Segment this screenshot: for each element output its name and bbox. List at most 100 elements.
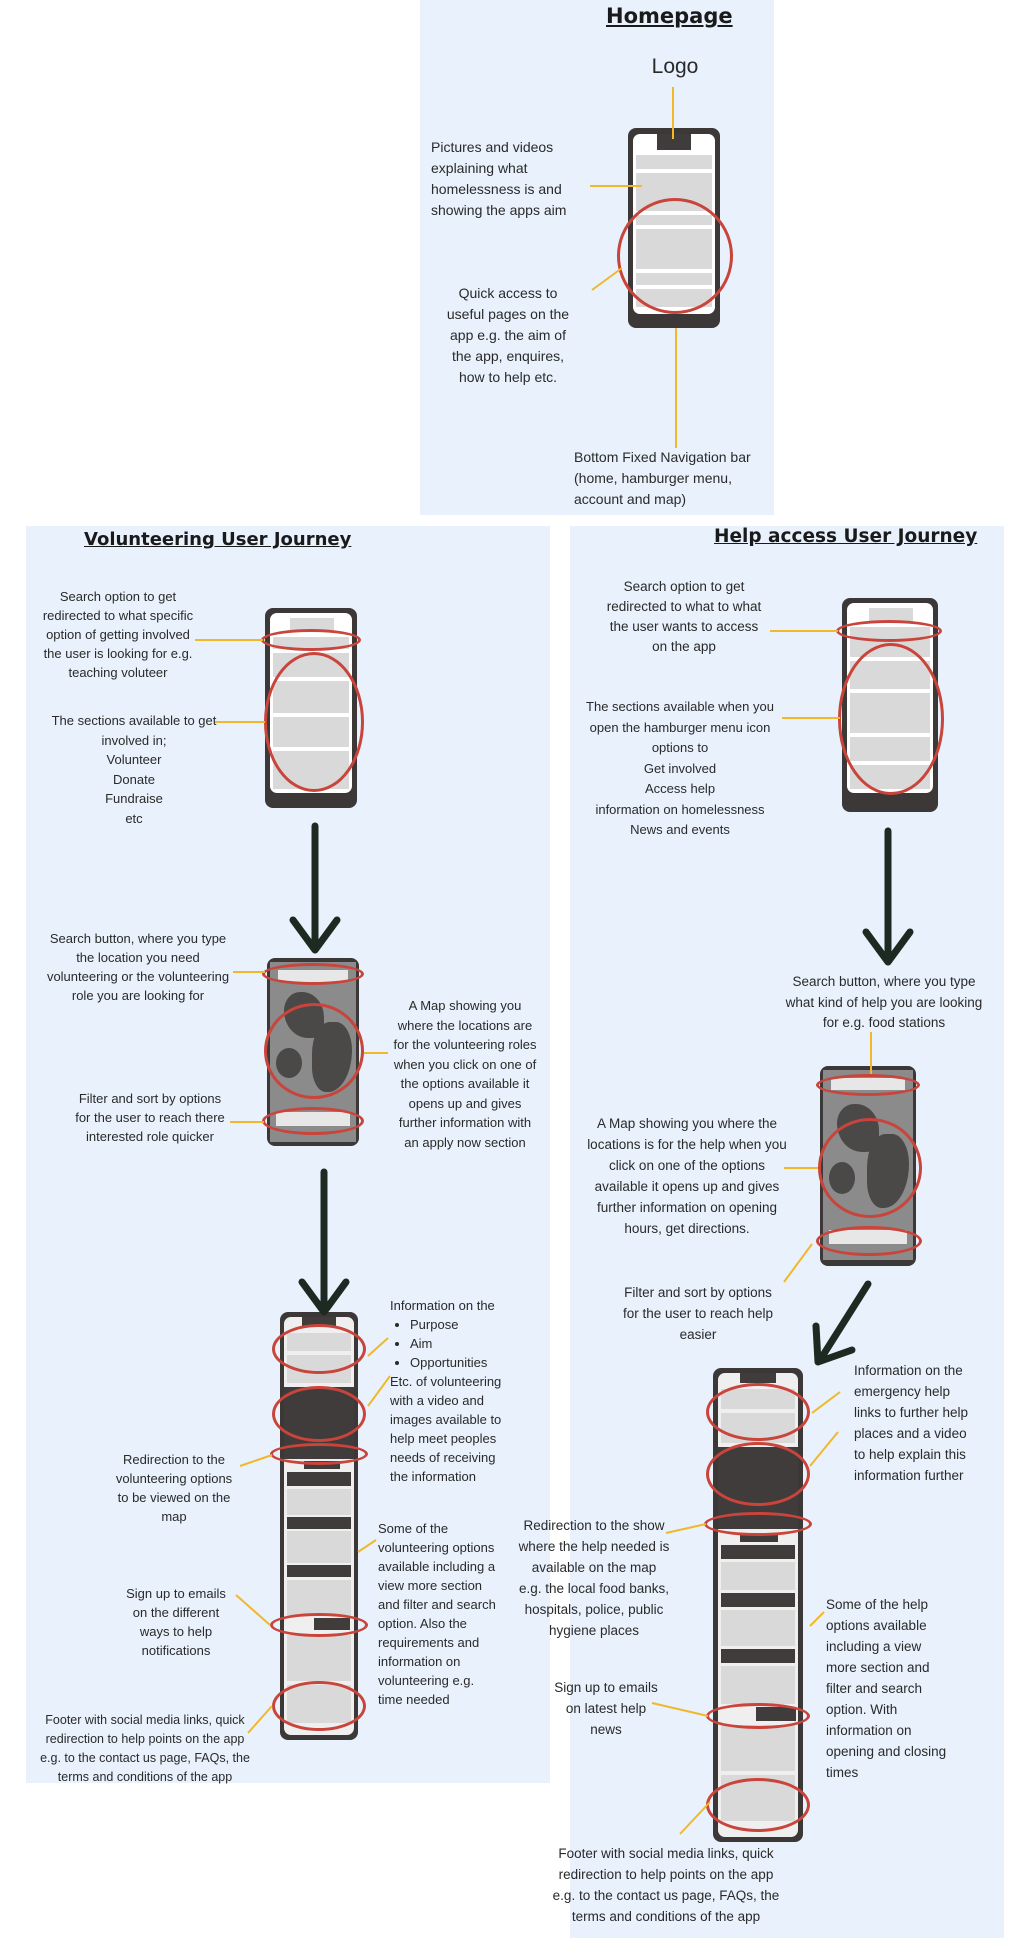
flow-arrow [289, 822, 341, 954]
option-header [287, 1517, 351, 1529]
info-bullet: Aim [410, 1334, 520, 1353]
help-search-button-connector [870, 1032, 872, 1074]
help-signup-connector [651, 1702, 709, 1717]
help-redirection-note: Redirection to the show where the help n… [518, 1518, 670, 1638]
signup-highlight [270, 1613, 368, 1637]
volunteering-long-phone [280, 1312, 358, 1740]
content-block [636, 155, 712, 169]
help-sections-connector [782, 717, 840, 719]
info-bullet-list: Purpose Aim Opportunities [390, 1315, 520, 1372]
help-search-connector [770, 630, 838, 632]
content-block [721, 1610, 795, 1646]
info-bullet: Purpose [410, 1315, 520, 1334]
redirection-button [740, 1533, 778, 1542]
help-access-title: Help access User Journey [714, 526, 978, 547]
search-connector [195, 639, 263, 641]
help-options-note: Some of the help options available inclu… [826, 1597, 947, 1780]
volunteering-signup-note: Sign up to emails on the different ways … [126, 1586, 226, 1658]
content-block [721, 1666, 795, 1704]
info-connector [367, 1337, 389, 1357]
option-header [721, 1545, 795, 1559]
option-header [721, 1649, 795, 1663]
map-search-highlight [262, 963, 364, 985]
help-footer-connector [679, 1801, 711, 1835]
redirection-highlight [270, 1443, 368, 1465]
sections-connector [215, 721, 265, 723]
help-filter-highlight [816, 1226, 922, 1256]
content-block [287, 1635, 351, 1681]
option-header [721, 1593, 795, 1607]
volunteering-redirection-note: Redirection to the volunteering options … [115, 1452, 233, 1524]
volunteering-options-note: Some of the volunteering options availab… [378, 1521, 496, 1707]
content-block [721, 1562, 795, 1590]
content-block [721, 1725, 795, 1771]
homepage-title: Homepage [606, 4, 733, 28]
navbar-note: Bottom Fixed Navigation bar (home, hambu… [574, 449, 751, 507]
help-filter-note: Filter and sort by options for the user … [622, 1285, 774, 1342]
volunteering-search-note: Search option to get redirected to what … [42, 589, 194, 680]
help-video-highlight [706, 1442, 810, 1506]
option-header [287, 1472, 351, 1486]
flow-arrow [812, 1280, 872, 1366]
help-info-highlight [706, 1383, 810, 1441]
video-connector [367, 1375, 391, 1407]
flow-arrow [298, 1168, 350, 1316]
navbar-connector [675, 328, 677, 448]
footer-highlight [272, 1681, 366, 1731]
help-sections-note: The sections available when you open the… [586, 699, 774, 837]
info-bullet: Opportunities [410, 1353, 520, 1372]
info-heading: Information on the [390, 1298, 495, 1313]
content-block [287, 1580, 351, 1616]
option-header [287, 1565, 351, 1577]
help-map-highlight [818, 1118, 922, 1218]
help-signup-note: Sign up to emails on latest help news [554, 1680, 658, 1737]
flow-arrow [862, 827, 914, 966]
pictures-note: Pictures and videos explaining what home… [431, 139, 567, 218]
help-map-search-highlight [816, 1074, 920, 1096]
volunteering-search-button-note: Search button, where you type the locati… [46, 931, 230, 1003]
content-block [287, 1531, 351, 1563]
info-highlight [272, 1324, 366, 1374]
logo-placeholder [740, 1373, 776, 1383]
logo-placeholder [302, 1317, 336, 1327]
volunteering-footer-note: Footer with social media links, quick re… [40, 1713, 250, 1784]
quick-access-connector [591, 267, 623, 291]
logo-placeholder [657, 134, 691, 150]
logo-connector [672, 87, 674, 139]
volunteering-info-note: Information on the Purpose Aim Opportuni… [390, 1296, 520, 1486]
info-rest: Etc. of volunteering with a video and im… [390, 1374, 502, 1484]
map-connector [364, 1052, 388, 1054]
map-highlight [264, 1003, 364, 1099]
help-footer-note: Footer with social media links, quick re… [552, 1846, 780, 1924]
pictures-connector [590, 185, 642, 187]
help-search-button-note: Search button, where you type what kind … [785, 974, 983, 1030]
help-info-note: Information on the emergency help links … [854, 1363, 969, 1483]
help-search-note: Search option to get redirected to what … [606, 579, 762, 654]
volunteering-title: Volunteering User Journey [84, 529, 352, 550]
volunteering-sections-note: The sections available to get involved i… [51, 713, 217, 826]
help-map-note: A Map showing you where the locations is… [587, 1116, 787, 1236]
logo-label: Logo [651, 55, 699, 78]
help-info-connector [811, 1391, 841, 1414]
quick-access-note: Quick access to useful pages on the app … [446, 285, 570, 385]
help-filter-connector [783, 1243, 813, 1283]
help-map-connector [784, 1167, 818, 1169]
volunteering-map-note: A Map showing you where the locations ar… [393, 998, 537, 1150]
filter-connector [230, 1121, 264, 1123]
sections-highlight [264, 652, 364, 792]
help-sections-highlight [838, 643, 944, 795]
signup-connector [235, 1594, 271, 1626]
search-button-connector [233, 971, 265, 973]
quick-access-highlight [617, 198, 733, 314]
help-redirection-connector [665, 1523, 707, 1534]
video-highlight [272, 1386, 366, 1442]
footer-connector [247, 1705, 273, 1734]
help-video-connector [809, 1431, 839, 1467]
help-options-connector [809, 1611, 825, 1627]
options-connector [357, 1539, 377, 1553]
redirection-button [304, 1461, 340, 1469]
content-block [287, 1489, 351, 1515]
search-bar [869, 608, 913, 622]
volunteering-filter-note: Filter and sort by options for the user … [75, 1091, 225, 1144]
